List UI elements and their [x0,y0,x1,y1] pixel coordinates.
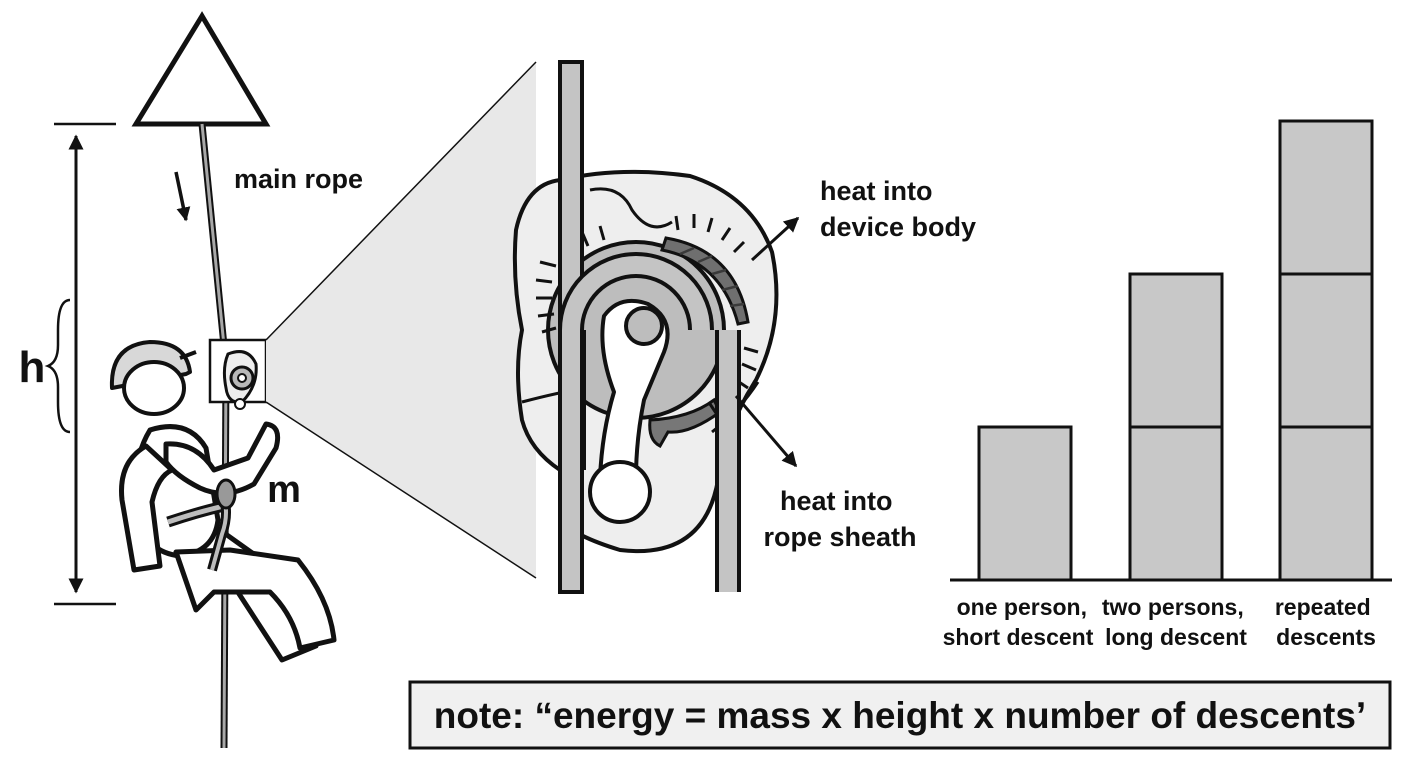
bar-segment [1278,425,1374,582]
energy-bar-chart: one person, short descent two persons, l… [943,119,1392,650]
heat-sheath-label: heat into rope sheath [763,486,916,552]
main-rope-line [198,123,230,749]
zoomed-descender-device [512,60,779,594]
height-dimension [44,122,116,606]
bar-segment [1278,119,1374,276]
note-box: note: “energy = mass x height x number o… [408,680,1392,750]
rappeller-figure [109,340,337,663]
category-label-two-persons: two persons, long descent [1102,594,1250,650]
category-label-repeated: repeated descents [1275,594,1377,650]
heat-device-label-line2: device body [820,212,976,242]
category-repeated-line1: repeated [1275,594,1371,620]
category-one-person-line2: short descent [943,624,1094,650]
heat-device-label: heat into device body [820,176,976,242]
mass-label: m [267,469,301,511]
note-text: note: “energy = mass x height x number o… [434,695,1366,736]
anchor-triangle [131,11,271,127]
bar-segment [977,425,1073,582]
heat-device-arrow [750,216,800,262]
heat-device-label-line1: heat into [820,176,933,206]
bar-segment [1128,272,1224,429]
height-label: h [19,343,46,392]
heat-sheath-arrow [734,395,798,468]
descent-arrow [174,171,191,222]
category-one-person-line1: one person, [957,594,1087,620]
category-two-persons-line1: two persons, [1102,594,1244,620]
bar-segment [1128,425,1224,582]
bar-stacks [977,119,1374,582]
category-labels: one person, short descent two persons, l… [943,594,1377,650]
device-small-box [208,338,268,410]
category-two-persons-line2: long descent [1105,624,1247,650]
bar-segment [1278,272,1374,429]
heat-sheath-label-line2: rope sheath [763,522,916,552]
category-repeated-line2: descents [1276,624,1376,650]
zoom-cone [265,61,537,579]
category-label-one-person: one person, short descent [943,594,1094,650]
heat-sheath-label-line1: heat into [780,486,893,516]
main-rope-label: main rope [234,164,363,194]
